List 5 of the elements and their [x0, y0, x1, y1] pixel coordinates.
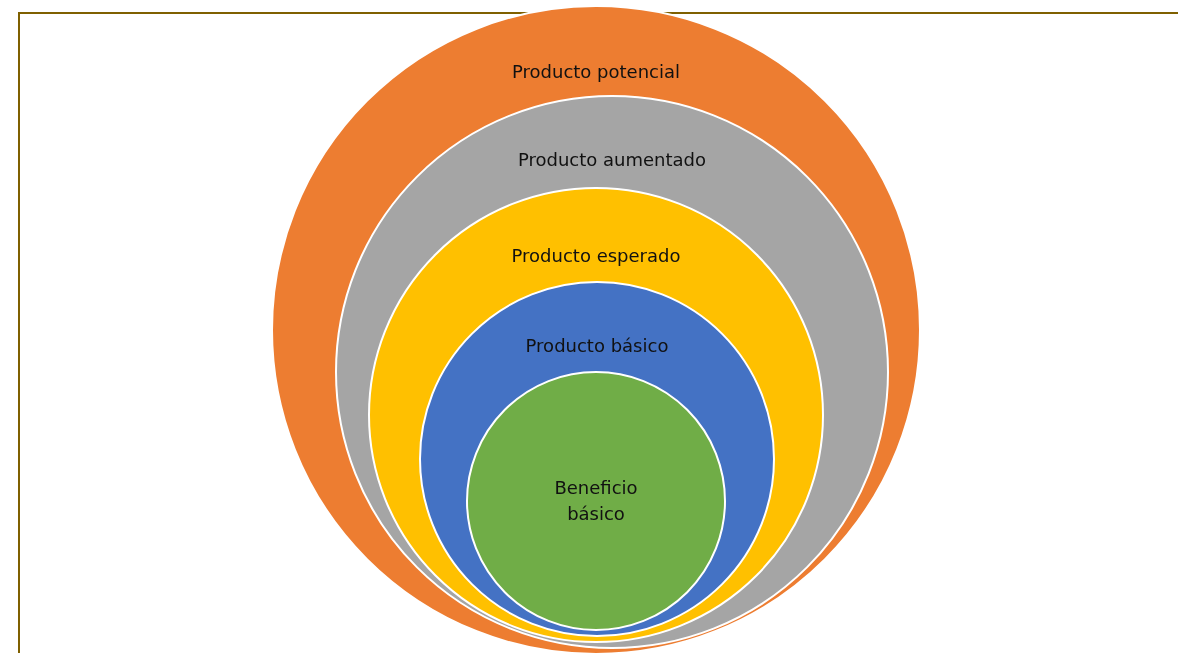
ring-label: Producto aumentado	[516, 148, 708, 172]
ring-label: Producto esperado	[510, 244, 682, 268]
ring-label: Producto potencial	[511, 60, 681, 84]
ring-label: Producto básico	[524, 334, 670, 358]
ring-label: Beneficio básico	[553, 476, 639, 526]
